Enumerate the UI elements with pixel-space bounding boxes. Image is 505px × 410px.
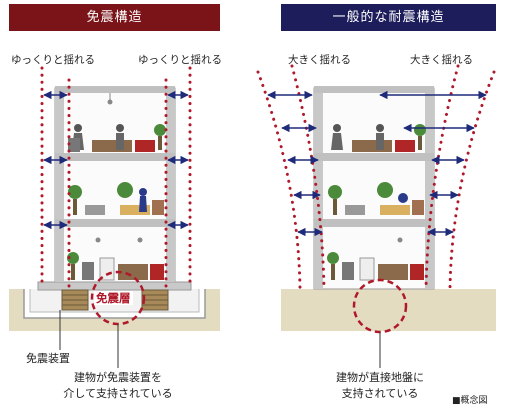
large-swing-label-left: 大きく揺れる: [288, 54, 351, 66]
furniture-middle-right: [328, 182, 424, 215]
isolation-building: [9, 66, 220, 368]
isolation-layer-label: 免震層: [94, 291, 133, 305]
seismic-structure-header: 一般的な耐震構造: [281, 4, 496, 31]
isolation-caption-line2: 介して支持されている: [63, 387, 173, 400]
furniture-bottom-left: [67, 237, 164, 281]
isolation-devices: [61, 289, 169, 311]
large-swing-label-right: 大きく揺れる: [410, 54, 473, 66]
seismic-building: [256, 64, 496, 368]
furniture-bottom-right: [327, 237, 424, 281]
ground-right: [281, 289, 496, 331]
slow-swing-label-left: ゆっくりと揺れる: [11, 54, 95, 66]
isolation-device-label: 免震装置: [26, 352, 70, 365]
seismic-caption: 建物が直接地盤に 支持されている: [324, 370, 436, 402]
isolation-caption-line1: 建物が免震装置を: [74, 371, 162, 384]
concept-diagram-note: ■概念図: [452, 396, 488, 406]
seismic-caption-line1: 建物が直接地盤に: [336, 371, 424, 384]
isolation-caption: 建物が免震装置を 介して支持されている: [58, 370, 178, 402]
seismic-caption-line2: 支持されている: [341, 387, 419, 400]
isolation-structure-header: 免震構造: [9, 4, 220, 31]
furniture-middle-left: [68, 182, 164, 215]
furniture-top-left: [68, 93, 166, 152]
slow-swing-label-right: ゆっくりと揺れる: [138, 54, 222, 66]
